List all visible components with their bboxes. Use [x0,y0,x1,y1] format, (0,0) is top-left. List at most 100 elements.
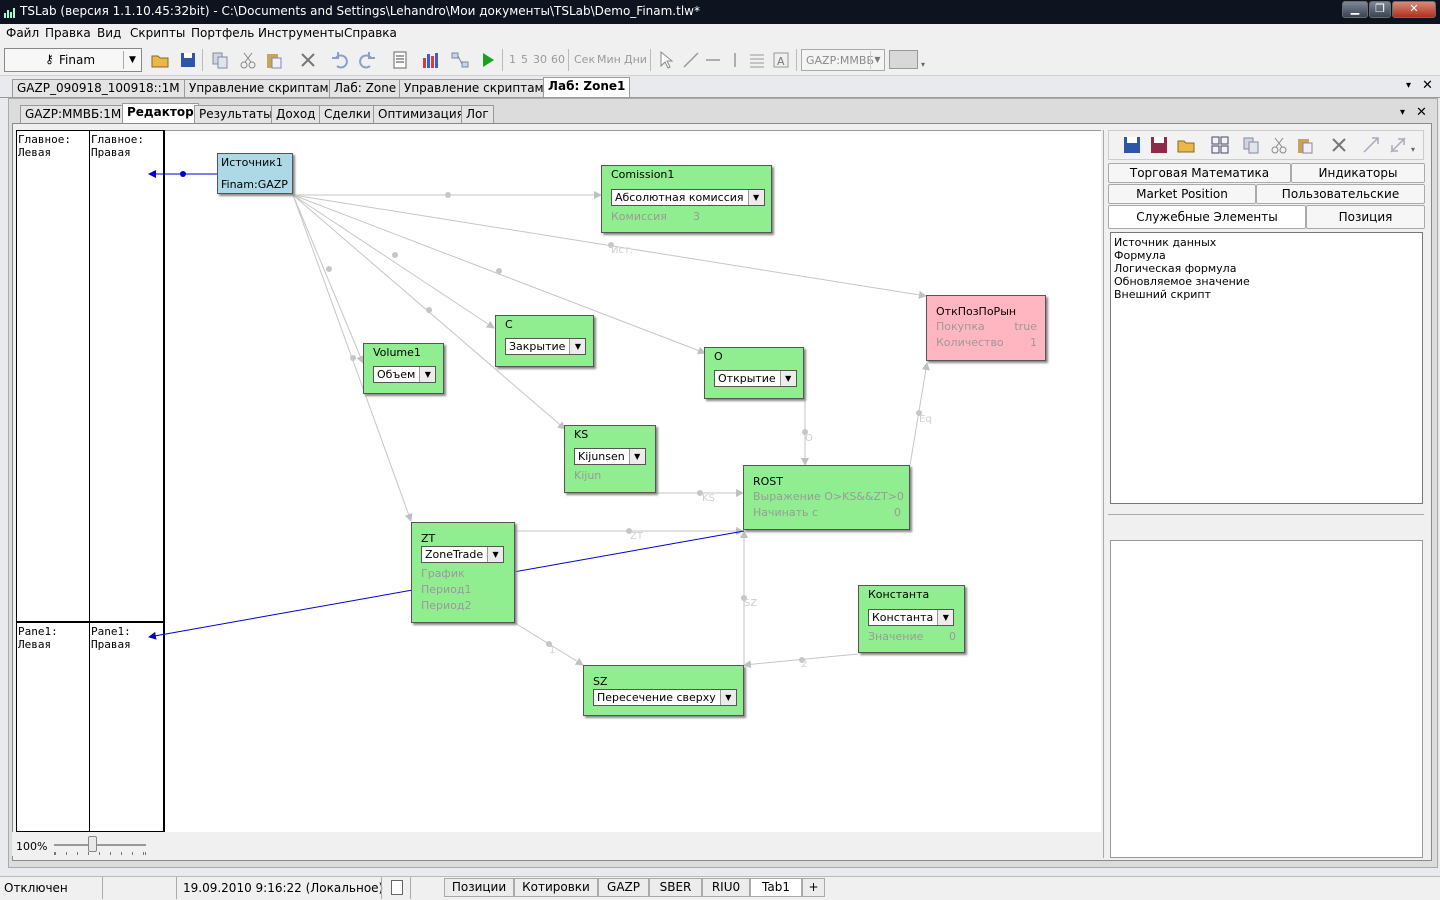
tab-script-management[interactable]: Управление скриптами [184,79,342,97]
symbol-dropdown[interactable]: GAZP:ММВБ ▼ [801,49,885,71]
tab-custom[interactable]: Пользовательские [1256,184,1425,204]
tab-quotes[interactable]: Котировки [514,878,598,897]
menu-portfolio[interactable]: Портфель [191,26,255,40]
pane-main-right[interactable]: Главное: Правая [91,133,144,159]
tab-menu-icon[interactable]: ▾ [1406,80,1412,91]
tab-tab1[interactable]: Tab1 [750,878,802,897]
node-position[interactable]: ОткПозПоРын Покупка true Количество 1 [926,295,1046,361]
menu-scripts[interactable]: Скрипты [130,26,186,40]
save-icon[interactable] [1122,135,1142,155]
node-rost[interactable]: ROST Выражение O>KS&&ZT>0 Начинать с 0 [743,465,910,530]
cursor-icon[interactable] [656,50,676,70]
toolbar-overflow-icon[interactable]: ▾ [921,60,926,69]
maximize-button[interactable]: ❐ [1369,1,1391,18]
timeframe-1[interactable]: 1 [509,53,516,66]
chart-icon[interactable] [421,50,441,70]
properties-icon[interactable] [390,50,410,70]
param-value[interactable]: true [1014,320,1037,333]
close-icon[interactable]: ✕ [1422,78,1433,93]
commission-type-select[interactable]: Абсолютная комиссия▼ [611,189,765,206]
list-item-logic-formula[interactable]: Логическая формула [1114,262,1237,275]
tab-document[interactable]: GAZP_090918_100918::1M [12,79,185,97]
param-value[interactable]: 0 [949,630,956,643]
tab-menu-icon[interactable]: ▾ [1400,107,1406,118]
indicator-select[interactable]: Kijunsen▼ [574,448,646,465]
tab-gazp[interactable]: GAZP [598,878,649,897]
delete-icon[interactable] [1329,135,1349,155]
node-volume[interactable]: Volume1 Объем▼ [363,343,444,394]
timeframe-minutes[interactable]: Мин [597,53,621,66]
list-item-external-script[interactable]: Внешний скрипт [1114,288,1211,301]
horizontal-line-icon[interactable] [703,50,723,70]
node-sz[interactable]: SZ Пересечение сверху▼ [583,665,744,716]
fibonacci-icon[interactable] [747,50,767,70]
tab-optimization[interactable]: Оптимизация [373,105,469,123]
tab-market-position[interactable]: Market Position [1108,184,1256,204]
tab-lab-zone[interactable]: Лаб: Zone [329,79,402,97]
param-value[interactable]: 0 [894,506,901,519]
color-picker-button[interactable] [889,50,918,69]
list-item-updatable-value[interactable]: Обновляемое значение [1114,275,1250,288]
chevron-down-icon[interactable]: ▼ [123,51,141,69]
paste-icon[interactable] [264,50,284,70]
timeframe-30[interactable]: 30 [533,53,547,66]
run-icon[interactable] [478,50,498,70]
tab-riu0[interactable]: RIU0 [702,878,750,897]
chevron-down-icon[interactable]: ▼ [870,51,884,69]
node-zt[interactable]: ZT ZoneTrade▼ График Период1 Период2 [411,522,515,623]
logic-select[interactable]: Пересечение сверху▼ [593,689,737,706]
list-item-data-source[interactable]: Источник данных [1114,236,1217,249]
cut-icon[interactable] [1269,135,1289,155]
toolbar-overflow-icon[interactable]: ▾ [1411,145,1416,154]
list-item-formula[interactable]: Формула [1114,249,1166,262]
indicator-select[interactable]: ZoneTrade▼ [421,546,505,563]
close-icon[interactable]: ✕ [1416,105,1427,120]
expand-icon[interactable] [1361,135,1381,155]
close-button[interactable]: ✕ [1392,1,1436,18]
menu-help[interactable]: Справка [344,26,397,40]
delete-icon[interactable] [298,50,318,70]
tab-indicators[interactable]: Индикаторы [1291,163,1425,183]
collapse-icon[interactable] [1388,135,1408,155]
price-select[interactable]: Закрытие▼ [505,338,587,355]
node-ks[interactable]: KS Kijunsen▼ Kijun [564,425,656,493]
timeframe-seconds[interactable]: Сек [574,53,596,66]
vertical-line-icon[interactable] [725,50,745,70]
open-folder-icon[interactable] [150,50,170,70]
copy-icon[interactable] [1241,135,1261,155]
tab-editor[interactable]: Редактор [122,103,199,123]
price-select[interactable]: Объем▼ [373,366,437,383]
script-flow-icon[interactable] [450,50,470,70]
node-source[interactable]: Источник1 Finam:GAZP [217,153,293,194]
node-constant[interactable]: Константа Константа▼ Значение 0 [858,585,965,653]
undo-icon[interactable] [330,50,350,70]
provider-dropdown[interactable]: ⚷ Finam ▼ [4,48,142,72]
timeframe-days[interactable]: Дни [624,53,647,66]
menu-view[interactable]: Вид [97,26,122,40]
timeframe-60[interactable]: 60 [551,53,565,66]
tab-position[interactable]: Позиция [1306,205,1425,229]
timeframe-5[interactable]: 5 [521,53,528,66]
tab-trading-math[interactable]: Торговая Математика [1108,163,1291,183]
redo-icon[interactable] [357,50,377,70]
tab-sber[interactable]: SBER [649,878,702,897]
editor-canvas[interactable]: Ист. O KS ZT Eq SZ 1 2 Источник1 Finam:G… [148,130,1101,832]
pane1-left[interactable]: Pane1: Левая [18,625,58,651]
node-close[interactable]: C Закрытие▼ [495,315,594,367]
save-as-icon[interactable] [1149,135,1169,155]
param-label[interactable]: Выражение O>KS&&ZT>0 [753,490,904,503]
zoom-slider-track[interactable] [54,844,146,846]
param-value[interactable]: 1 [1030,336,1037,349]
menu-tools[interactable]: Инструменты [258,26,344,40]
node-commission[interactable]: Comission1 Абсолютная комиссия▼ Комиссия… [601,165,772,233]
open-folder-icon[interactable] [1176,135,1196,155]
pane1-right[interactable]: Pane1: Правая [91,625,131,651]
menu-file[interactable]: Файл [6,26,40,40]
grid-icon[interactable] [1210,135,1230,155]
tab-service-elements[interactable]: Служебные Элементы [1108,205,1306,229]
pane-main-left[interactable]: Главное: Левая [18,133,71,159]
save-icon[interactable] [178,50,198,70]
node-open[interactable]: O Открытие▼ [704,347,804,399]
param-value[interactable]: 3 [693,210,700,223]
line-tool-icon[interactable] [681,50,701,70]
